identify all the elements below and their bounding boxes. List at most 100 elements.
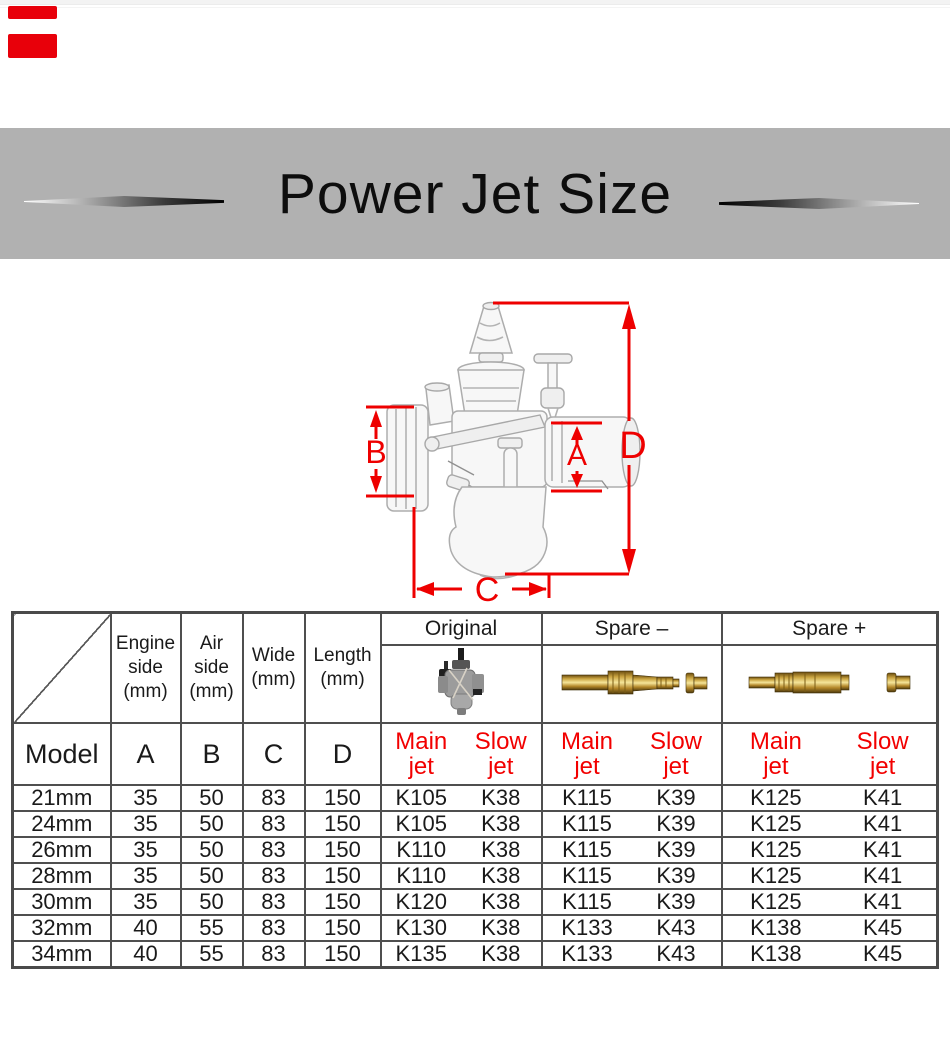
- slow-jet-value: K38: [481, 863, 521, 888]
- dim-label-a: A: [567, 439, 587, 472]
- main-jet-value: K125: [750, 889, 802, 914]
- cell-c: 83: [241, 862, 306, 890]
- cell-a: 40: [109, 940, 182, 969]
- cell-a: 35: [109, 836, 182, 864]
- cell-b: 50: [179, 810, 244, 838]
- dim-label-d: D: [619, 425, 646, 467]
- slow-jet-value: K41: [863, 811, 903, 836]
- cell-a: 35: [109, 810, 182, 838]
- carburetor-dimension-diagram: D B A C: [365, 301, 647, 609]
- cell-c: 83: [241, 810, 306, 838]
- cell-c: 83: [241, 914, 306, 942]
- spare-minus-jet-labels: Main jet Slow jet: [540, 722, 723, 786]
- cell-original-jets: K130 K38: [379, 914, 543, 942]
- top-hairline: [0, 0, 950, 5]
- main-jet-value: K125: [750, 811, 802, 836]
- brass-jets-photo: [748, 671, 911, 693]
- main-jet-value: K120: [395, 889, 447, 914]
- slow-jet-label: Slow jet: [649, 727, 703, 780]
- jet-size-table: Engine side (mm) Air side (mm) Wide (mm)…: [11, 611, 939, 969]
- model-label: Model: [11, 722, 112, 786]
- cell-b: 50: [179, 888, 244, 916]
- cell-d: 150: [303, 940, 382, 969]
- letter-a: A: [109, 722, 182, 786]
- cell-a: 35: [109, 888, 182, 916]
- slow-jet-value: K38: [481, 811, 521, 836]
- slow-jet-value: K39: [656, 837, 696, 862]
- slow-jet-value: K41: [863, 889, 903, 914]
- main-jet-value: K115: [562, 837, 612, 862]
- slow-jet-value: K43: [656, 915, 696, 940]
- cell-a: 40: [109, 914, 182, 942]
- slow-jet-value: K38: [481, 915, 521, 940]
- title-banner: Power Jet Size: [0, 128, 950, 259]
- page-title: Power Jet Size: [277, 161, 673, 226]
- cell-spare-minus-jets: K133 K43: [540, 914, 723, 942]
- cell-model: 26mm: [11, 836, 112, 864]
- slow-jet-value: K38: [481, 837, 521, 862]
- cell-d: 150: [303, 784, 382, 812]
- slow-jet-value: K38: [481, 941, 521, 966]
- brass-jets-photo: [561, 670, 707, 694]
- letter-b: B: [179, 722, 244, 786]
- dim-label-b: B: [365, 434, 386, 470]
- main-jet-value: K125: [750, 785, 802, 810]
- slow-jet-label: Slow jet: [856, 727, 909, 780]
- main-jet-label: Main jet: [749, 727, 802, 780]
- cell-d: 150: [303, 888, 382, 916]
- cell-b: 50: [179, 784, 244, 812]
- banner-swoosh-right-icon: [719, 198, 919, 209]
- dim-label-c: C: [475, 571, 500, 609]
- letter-c: C: [241, 722, 306, 786]
- slow-jet-value: K43: [656, 941, 696, 966]
- main-jet-value: K133: [561, 941, 613, 966]
- red-sticker-bottom: [8, 34, 57, 58]
- cell-d: 150: [303, 862, 382, 890]
- cell-c: 83: [241, 888, 306, 916]
- main-jet-value: K130: [395, 915, 447, 940]
- top-hairline-2: [0, 7, 950, 8]
- main-jet-value: K115: [562, 785, 612, 810]
- cell-d: 150: [303, 810, 382, 838]
- main-jet-value: K133: [561, 915, 613, 940]
- cell-model: 32mm: [11, 914, 112, 942]
- slow-jet-label: Slow jet: [474, 727, 527, 780]
- cell-model: 30mm: [11, 888, 112, 916]
- main-jet-value: K138: [750, 941, 802, 966]
- col-header-wide: Wide (mm): [241, 611, 306, 724]
- cell-original-jets: K135 K38: [379, 940, 543, 969]
- main-jet-value: K105: [395, 785, 447, 810]
- cell-b: 50: [179, 862, 244, 890]
- section-header-spare-plus: Spare +: [720, 611, 939, 646]
- cell-a: 35: [109, 784, 182, 812]
- main-jet-value: K125: [750, 863, 802, 888]
- slow-jet-value: K41: [863, 837, 903, 862]
- col-header-air-side: Air side (mm): [179, 611, 244, 724]
- header-row-photos: [13, 644, 939, 724]
- letter-d: D: [303, 722, 382, 786]
- cell-model: 28mm: [11, 862, 112, 890]
- main-jet-value: K105: [395, 811, 447, 836]
- main-jet-value: K135: [395, 941, 447, 966]
- cell-spare-plus-jets: K125 K41: [720, 810, 939, 838]
- col-header-length: Length (mm): [303, 611, 382, 724]
- red-sticker-top: [8, 6, 57, 19]
- cell-a: 35: [109, 862, 182, 890]
- col-header-engine-side: Engine side (mm): [109, 611, 182, 724]
